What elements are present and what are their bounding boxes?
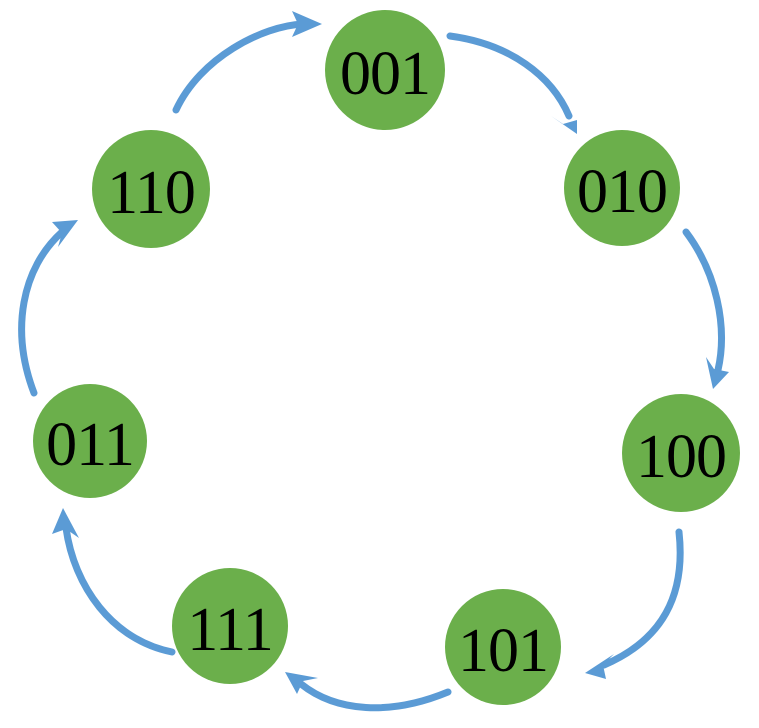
node-010-circle[interactable]	[564, 130, 680, 246]
node-111-circle[interactable]	[172, 568, 288, 684]
edge-001-to-010-path	[446, 32, 573, 120]
edge-110-to-001	[172, 11, 322, 114]
node-100-circle[interactable]	[622, 394, 740, 512]
node-100-label: 100	[636, 423, 726, 491]
node-101-circle[interactable]	[445, 589, 561, 705]
node-011[interactable]: 011	[33, 384, 147, 498]
node-010[interactable]: 010	[564, 130, 680, 246]
edge-110-to-001-arrowhead	[292, 11, 322, 37]
edge-101-to-111	[285, 672, 452, 712]
edge-111-to-011	[52, 508, 176, 656]
edge-001-to-010-arrowhead	[551, 116, 577, 134]
node-110-label: 110	[107, 159, 195, 227]
edge-110-to-001-path	[172, 20, 307, 114]
edge-111-to-011-arrowhead	[52, 508, 79, 538]
node-001-circle[interactable]	[325, 10, 445, 130]
node-011-label: 011	[46, 411, 134, 479]
node-100[interactable]: 100	[622, 394, 740, 512]
node-101[interactable]: 101	[445, 589, 561, 705]
node-011-circle[interactable]	[33, 384, 147, 498]
edge-101-to-111-path	[297, 680, 452, 712]
node-111-label: 111	[187, 596, 272, 664]
edge-011-to-110-arrowhead	[52, 220, 78, 247]
edge-011-to-110	[18, 220, 78, 397]
edge-100-to-101-arrowhead	[585, 654, 614, 679]
edge-100-to-101	[585, 528, 684, 679]
node-111[interactable]: 111	[172, 568, 288, 684]
node-110[interactable]: 110	[92, 130, 210, 248]
edge-010-to-100-path	[682, 228, 725, 374]
edge-010-to-100-arrowhead	[706, 357, 729, 389]
edge-011-to-110-path	[18, 228, 66, 397]
node-101-label: 101	[458, 617, 548, 685]
node-010-label: 010	[577, 158, 667, 226]
node-110-circle[interactable]	[92, 130, 210, 248]
edge-001-to-010	[446, 32, 577, 134]
edge-010-to-100	[682, 228, 729, 389]
edge-100-to-101-path	[600, 528, 684, 669]
node-001[interactable]: 001	[325, 10, 445, 130]
edge-101-to-111-arrowhead	[285, 672, 318, 694]
node-001-label: 001	[340, 40, 430, 108]
edge-111-to-011-path	[62, 524, 176, 656]
